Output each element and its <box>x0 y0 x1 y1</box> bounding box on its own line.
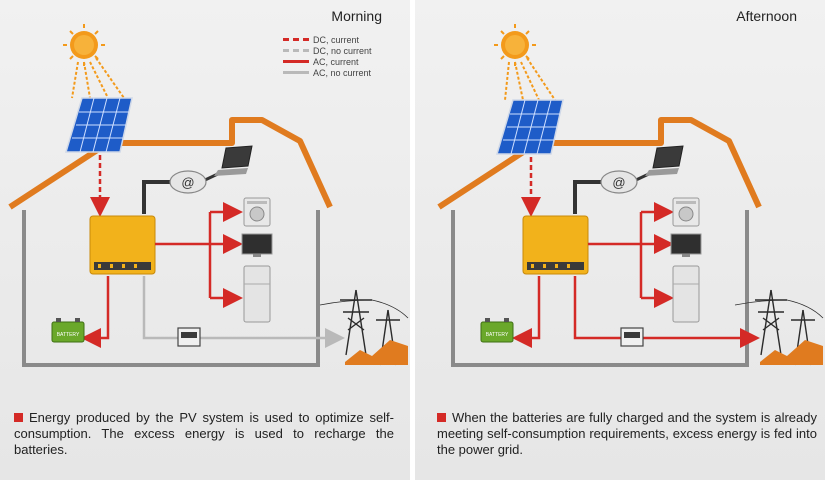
legend: DC, current DC, no current AC, current A… <box>283 34 372 78</box>
house-walls <box>22 210 320 367</box>
battery-icon: BATTERY <box>51 318 85 343</box>
caption-afternoon: When the batteries are fully charged and… <box>437 410 817 458</box>
washing-machine-icon <box>243 197 271 227</box>
city-skyline <box>760 340 823 365</box>
legend-ac-current: AC, current <box>283 56 372 67</box>
tv-icon <box>670 233 702 257</box>
battery-label: BATTERY <box>57 332 80 338</box>
panel-title-morning: Morning <box>331 8 382 24</box>
city-skyline <box>345 340 408 365</box>
panel-title-afternoon: Afternoon <box>736 8 797 24</box>
sun-icon <box>63 24 105 66</box>
caption-text: When the batteries are fully charged and… <box>437 410 817 457</box>
internet-cloud-icon: @ <box>169 170 207 194</box>
laptop-icon <box>645 145 684 176</box>
legend-label: DC, no current <box>313 45 372 56</box>
bullet-icon <box>14 413 23 422</box>
internet-cloud-icon: @ <box>600 170 638 194</box>
fridge-icon <box>243 265 271 323</box>
inverter-icon <box>89 215 156 275</box>
house-roof <box>8 117 333 210</box>
appliance-lines <box>588 202 674 308</box>
house-roof <box>437 117 762 210</box>
internet-symbol: @ <box>181 175 194 190</box>
network-line <box>573 180 603 214</box>
morning-scene: @ <box>8 24 409 367</box>
legend-label: AC, no current <box>313 67 372 78</box>
internet-symbol: @ <box>612 175 625 190</box>
washing-machine-icon <box>672 197 700 227</box>
appliance-lines <box>155 202 243 308</box>
morning-panel: Morning DC, current DC, no current AC, c… <box>0 0 410 480</box>
fridge-icon <box>672 265 700 323</box>
afternoon-panel: Afternoon <box>415 0 825 480</box>
caption-morning: Energy produced by the PV system is used… <box>14 410 394 458</box>
solar-panel-icon <box>495 99 564 155</box>
meter-icon <box>177 327 201 347</box>
legend-label: DC, current <box>313 34 360 45</box>
afternoon-scene: @ <box>437 24 824 367</box>
battery-line <box>512 276 541 348</box>
sun-icon <box>494 24 536 66</box>
caption-text: Energy produced by the PV system is used… <box>14 410 394 457</box>
sun-rays <box>71 57 125 99</box>
solar-panel-icon <box>64 97 133 153</box>
power-pylon-icon <box>319 289 409 366</box>
meter-icon <box>620 327 644 347</box>
laptop-icon <box>214 145 253 176</box>
house-walls <box>451 210 749 367</box>
tv-icon <box>241 233 273 257</box>
inverter-icon <box>522 215 589 275</box>
bullet-icon <box>437 413 446 422</box>
network-line <box>142 180 172 214</box>
battery-icon: BATTERY <box>480 318 514 343</box>
legend-ac-no-current: AC, no current <box>283 67 372 78</box>
grid-line <box>573 276 760 348</box>
legend-dc-current: DC, current <box>283 34 372 45</box>
grid-line <box>142 276 345 348</box>
legend-label: AC, current <box>313 56 359 67</box>
sun-rays <box>504 57 556 101</box>
battery-line <box>81 276 110 348</box>
power-pylon-icon <box>734 289 824 366</box>
battery-label: BATTERY <box>486 332 509 338</box>
legend-dc-no-current: DC, no current <box>283 45 372 56</box>
